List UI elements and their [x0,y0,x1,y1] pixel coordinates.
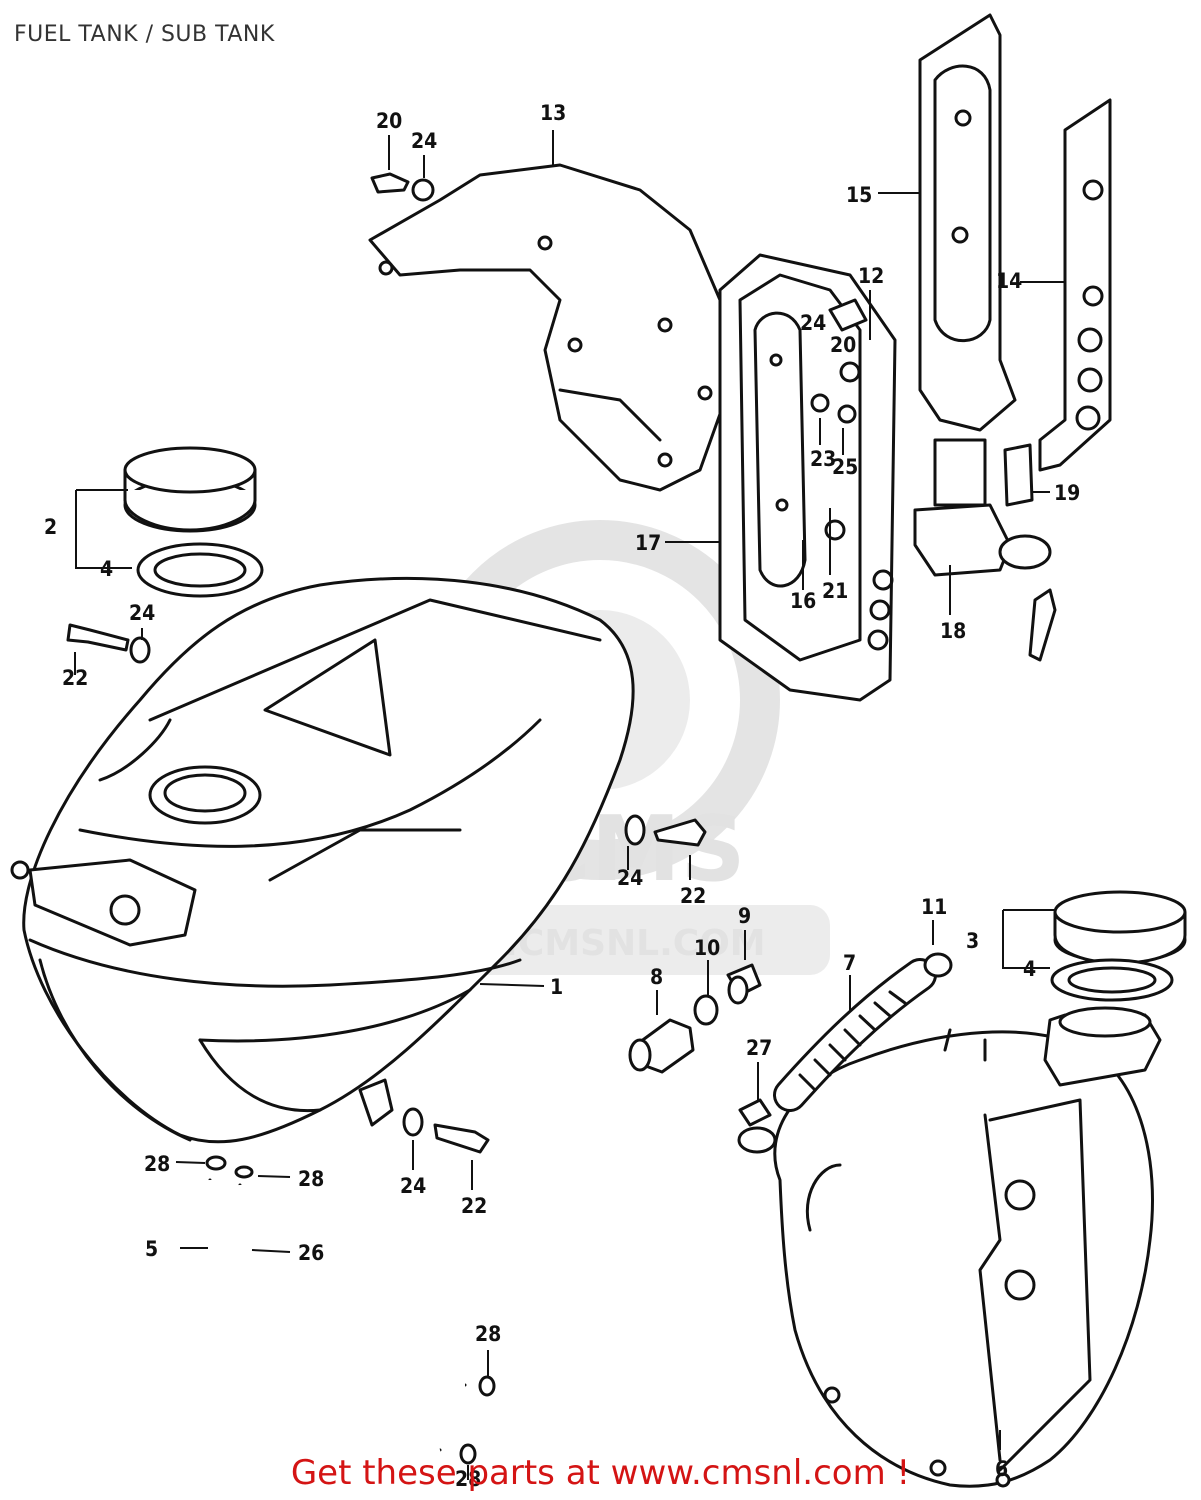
bolt-20-top [370,172,435,202]
footer-link-text[interactable]: Get these parts at www.cmsnl.com ! [290,1453,911,1493]
fittings-drawing [628,963,777,1154]
fuel-tank-drawing [10,576,635,1144]
callout-22-low: 22 [461,1194,487,1218]
callout-28-d: 28 [455,1467,481,1491]
leader-lines [74,130,1065,1480]
callout-2: 2 [44,515,57,539]
callout-9: 9 [738,904,751,928]
cap-gasket-drawing [136,542,264,598]
callout-21: 21 [822,579,848,603]
bolt-22-low [402,1107,490,1154]
callout-25: 25 [832,455,858,479]
callout-28-b: 28 [298,1167,324,1191]
callout-14: 14 [996,269,1022,293]
strap-14-drawing [1038,98,1112,472]
callout-24-low: 24 [400,1174,426,1198]
callout-1: 1 [550,975,563,999]
page-title: FUEL TANK / SUB TANK [14,22,275,47]
callout-22-mid: 22 [680,884,706,908]
callout-19: 19 [1054,481,1080,505]
sub-tank-cap-drawing [1050,890,1187,1002]
sub-tank-drawing [773,1006,1162,1488]
bracket-13-drawing [368,163,727,492]
fuel-lines-drawing [205,1155,496,1465]
bolt-22-top [66,623,151,664]
hose-7-drawing [773,952,953,1112]
bolt-22-mid [624,814,707,847]
callout-12: 12 [858,264,884,288]
callout-28-a: 28 [144,1152,170,1176]
callout-numbers: 1 2 3 4 4 5 6 7 8 9 10 11 12 13 14 15 16… [44,101,1080,1491]
callout-11: 11 [921,895,947,919]
carrier-17-drawing [718,253,897,702]
callout-8: 8 [650,965,663,989]
strap-15-drawing [918,13,1017,432]
callout-4-main: 4 [100,557,113,581]
callout-27: 27 [746,1036,772,1060]
callout-6: 6 [995,1457,1008,1481]
callout-24-mid: 24 [617,866,643,890]
callout-5: 5 [145,1237,158,1261]
callout-20-carrier: 20 [830,333,856,357]
callout-24-carrier: 24 [800,311,826,335]
callout-28-c: 28 [475,1322,501,1346]
fuel-cap-drawing [123,446,257,533]
callout-15: 15 [846,183,872,207]
callout-22-left: 22 [62,666,88,690]
tab-19-drawing [1003,443,1034,507]
lock-18-drawing [913,438,1057,662]
callout-4-sub: 4 [1023,957,1036,981]
callout-10: 10 [694,936,720,960]
callout-26: 26 [298,1241,324,1265]
callout-3: 3 [966,929,979,953]
callout-16: 16 [790,589,816,613]
callout-23: 23 [810,447,836,471]
callout-17: 17 [635,531,661,555]
callout-13: 13 [540,101,566,125]
callout-20-top: 20 [376,109,402,133]
callout-7: 7 [843,951,856,975]
callout-18: 18 [940,619,966,643]
callout-24-left: 24 [129,601,155,625]
callout-24-top: 24 [411,129,437,153]
